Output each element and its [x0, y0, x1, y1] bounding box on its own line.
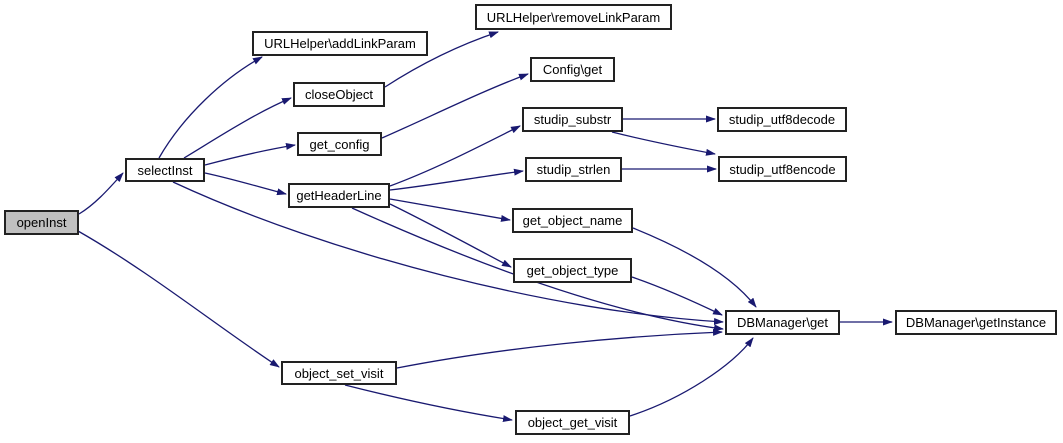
node-studipSubstr[interactable]: studip_substr [522, 107, 623, 132]
node-objectSetVisit[interactable]: object_set_visit [281, 361, 397, 385]
edge-objectSetVisit-dbmGet [396, 328, 723, 369]
node-removeLinkParam[interactable]: URLHelper\removeLinkParam [475, 4, 672, 30]
edge-objectGetVisit-dbmGet [629, 337, 754, 417]
edge-getHeaderLine-dbmGet [351, 207, 724, 332]
node-getObjectType[interactable]: get_object_type [513, 258, 632, 283]
node-configGet[interactable]: Config\get [530, 57, 615, 82]
node-utf8decode[interactable]: studip_utf8decode [717, 107, 847, 132]
edge-objectSetVisit-objectGetVisit [344, 384, 513, 423]
edge-getObjectType-dbmGet [631, 276, 723, 316]
node-addLinkParam[interactable]: URLHelper\addLinkParam [252, 31, 428, 56]
edge-getHeaderLine-studipStrlen [389, 168, 524, 191]
node-openInst: openInst [4, 210, 79, 235]
node-utf8encode[interactable]: studip_utf8encode [718, 156, 847, 182]
edge-openInst-selectInst [78, 172, 124, 215]
node-getHeaderLine[interactable]: getHeaderLine [288, 183, 390, 208]
edge-getConfig-configGet [381, 73, 529, 139]
node-dbmGet[interactable]: DBManager\get [725, 310, 840, 335]
node-dbmGetInstance[interactable]: DBManager\getInstance [895, 310, 1057, 335]
edge-selectInst-getConfig [204, 143, 296, 166]
edge-selectInst-dbmGet [172, 181, 724, 325]
node-closeObject[interactable]: closeObject [293, 82, 385, 107]
edge-selectInst-closeObject [183, 97, 292, 159]
edge-getHeaderLine-getObjectType [389, 203, 512, 268]
edge-group [77, 31, 893, 423]
edge-studipSubstr-utf8encode [611, 131, 716, 156]
node-studipStrlen[interactable]: studip_strlen [525, 157, 622, 182]
node-getConfig[interactable]: get_config [297, 132, 382, 156]
node-selectInst[interactable]: selectInst [125, 158, 205, 182]
edge-selectInst-addLinkParam [158, 56, 263, 159]
node-objectGetVisit[interactable]: object_get_visit [515, 410, 630, 435]
edge-closeObject-removeLinkParam [384, 31, 499, 88]
edge-selectInst-getHeaderLine [204, 172, 287, 196]
node-getObjectName[interactable]: get_object_name [512, 208, 633, 233]
edge-getHeaderLine-studipSubstr [389, 125, 521, 187]
edge-getHeaderLine-getObjectName [389, 198, 511, 222]
edge-getObjectName-dbmGet [632, 227, 757, 308]
edge-openInst-objectSetVisit [77, 230, 280, 368]
